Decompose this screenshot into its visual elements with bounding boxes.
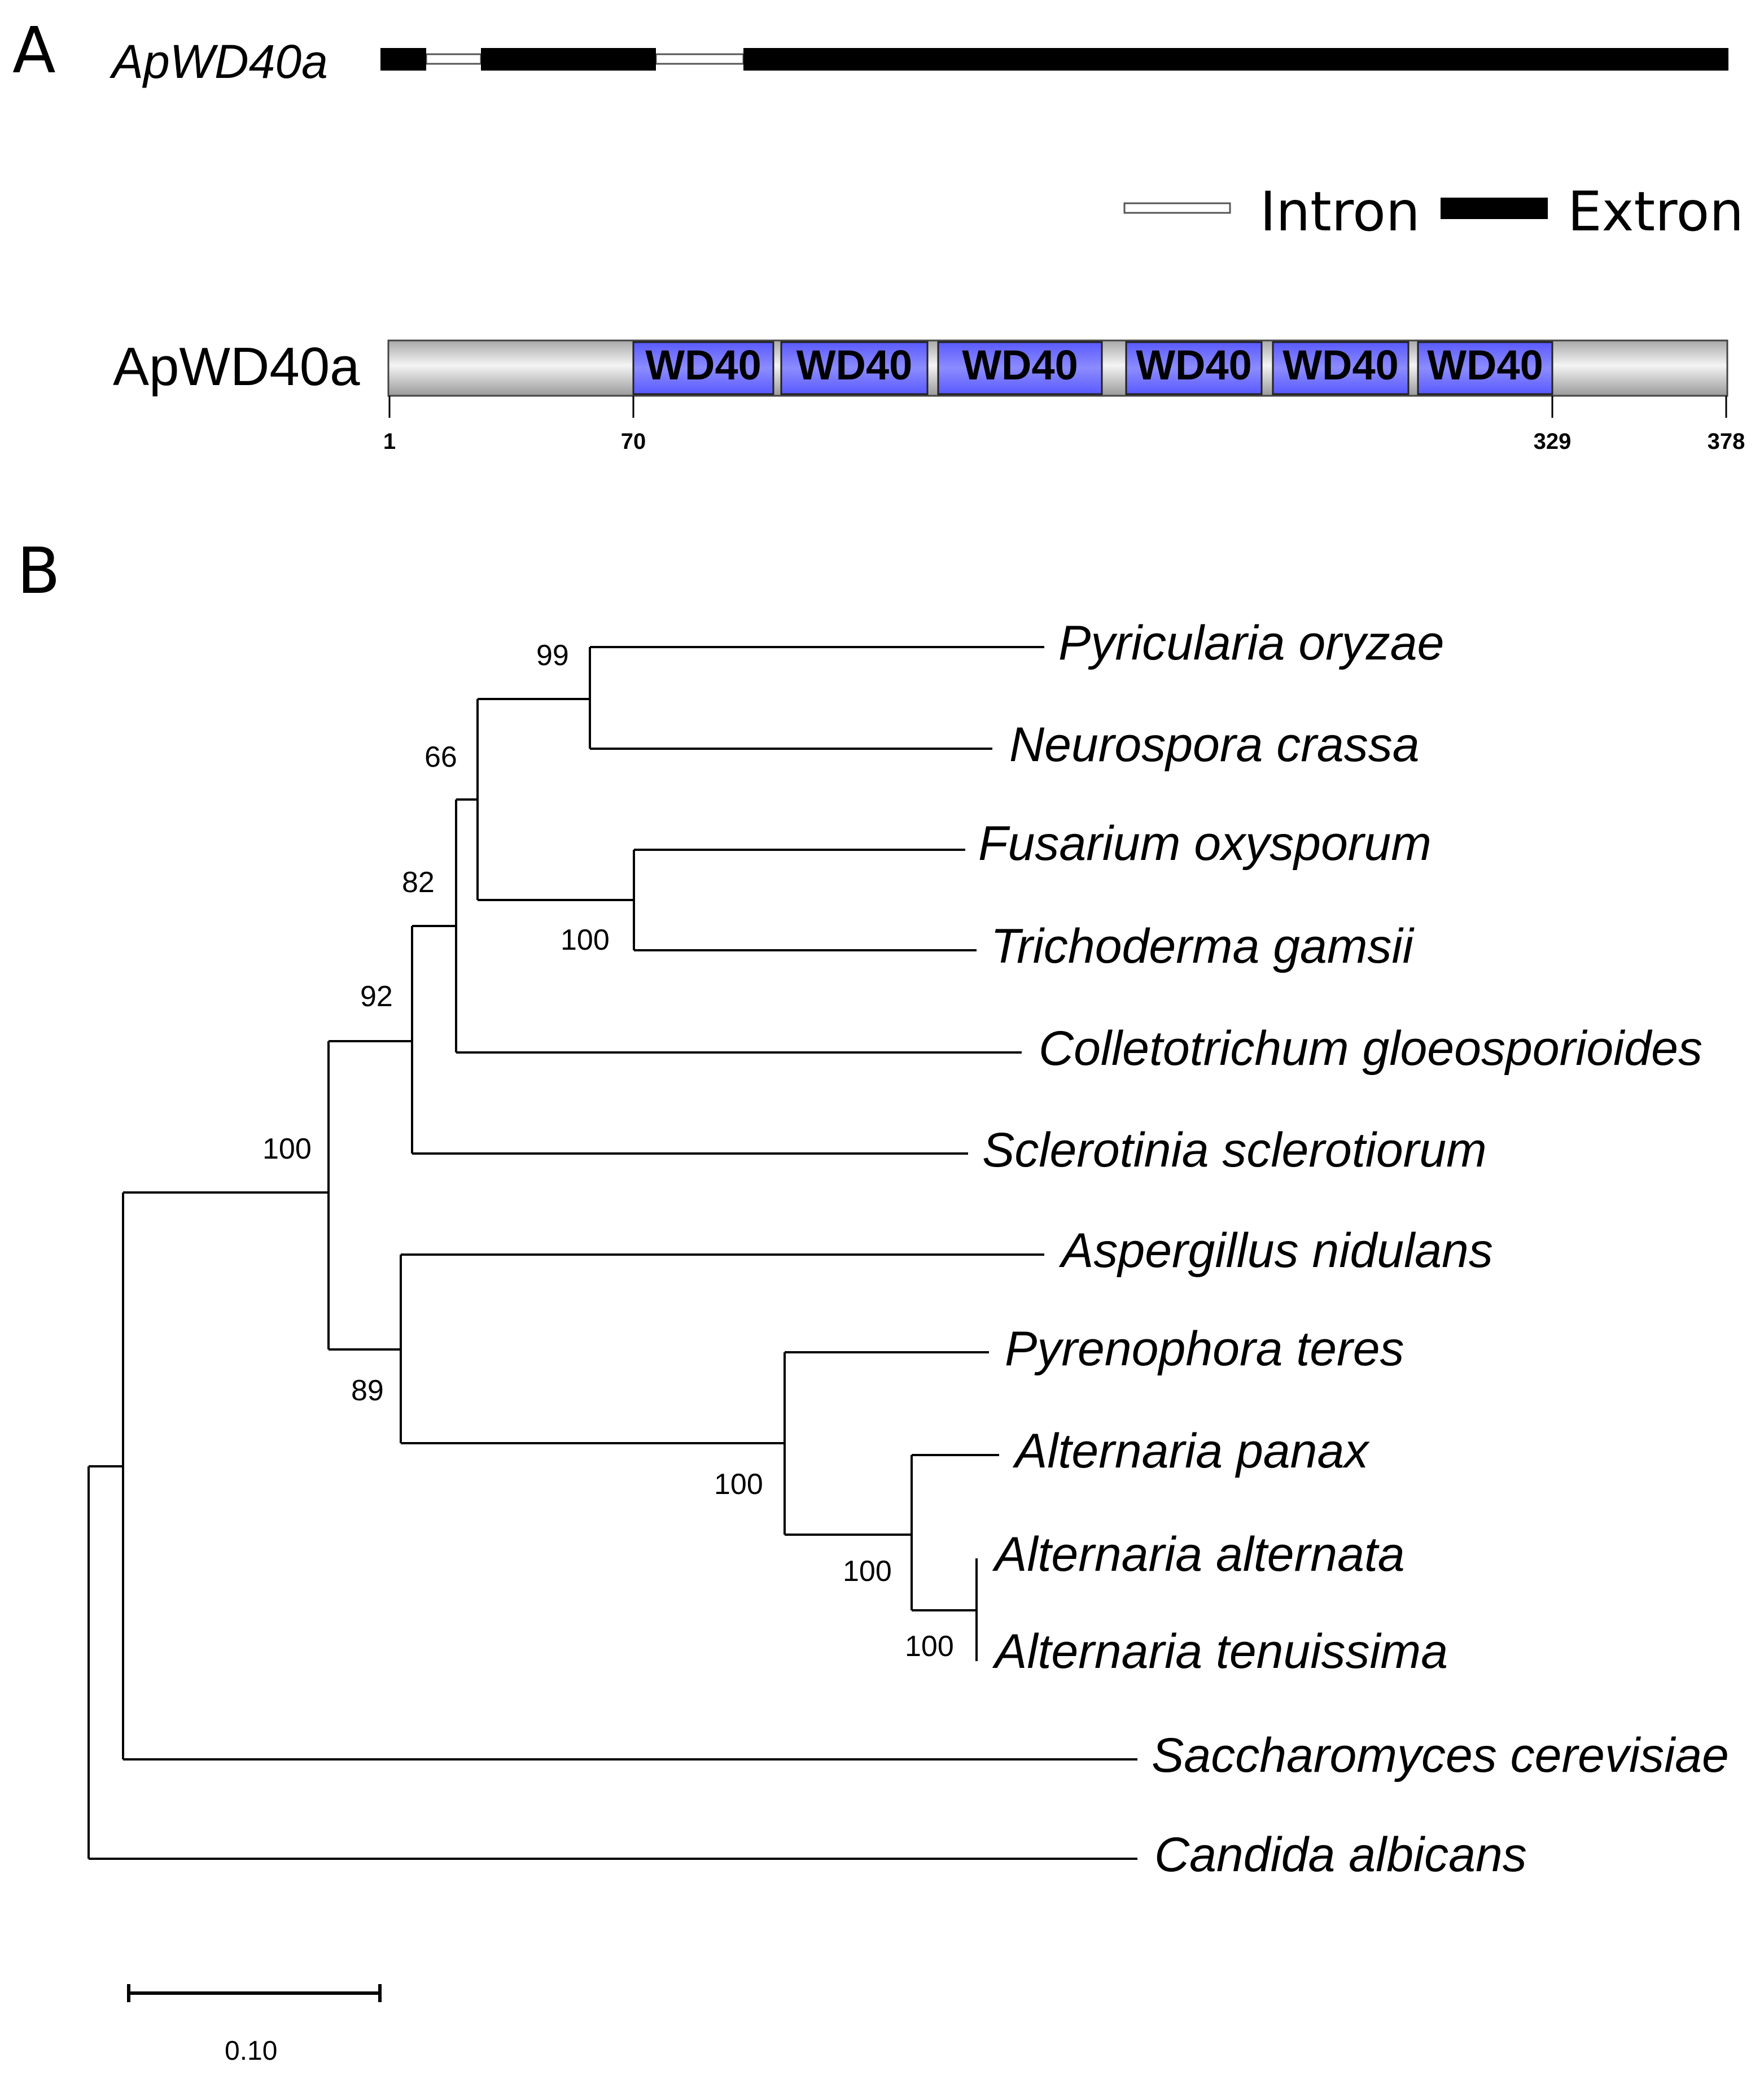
branch-n82 (455, 798, 1022, 1054)
branch-n100c (783, 1351, 989, 1536)
position-label: 1 (383, 429, 396, 454)
taxon-labels: Pyricularia oryzae Neurospora crassa Fus… (978, 616, 1729, 1882)
branch-root (87, 1465, 1137, 1860)
taxon-label: Alternaria tenuissima (992, 1624, 1448, 1679)
taxon-label: Pyricularia oryzae (1058, 616, 1444, 670)
taxon-label: Trichoderma gamsii (991, 919, 1415, 973)
position-label: 70 (621, 429, 646, 454)
position-label: 378 (1708, 429, 1745, 454)
wd40-domain-label: WD40 (645, 342, 761, 388)
intron-2 (655, 53, 745, 65)
legend-intron-swatch (1123, 202, 1231, 214)
wd40-domain-label: WD40 (1282, 342, 1399, 388)
taxon-label: Saccharomyces cerevisiae (1152, 1728, 1729, 1783)
support-value: 89 (351, 1374, 384, 1407)
scale-bar: 0.10 (127, 1984, 382, 2066)
panel-b-letter: B (17, 535, 60, 608)
wd40-domain-box (1417, 341, 1553, 395)
panel-a-letter: A (12, 14, 56, 88)
residue-positions: 1 70 329 378 (383, 396, 1745, 454)
branch-n89 (400, 1253, 1044, 1444)
wd40-domain-label: WD40 (1136, 342, 1252, 388)
exon-1 (380, 48, 426, 71)
wd40-domain-box (1272, 341, 1410, 395)
support-value: 99 (536, 639, 569, 672)
taxon-label: Colletotrichum gloeosporioides (1039, 1021, 1702, 1076)
branch-n100a (327, 1040, 412, 1351)
wd40-domain: WD40 (632, 341, 774, 395)
panel-b: B Pyricularia oryzae Neurospora crassa F… (17, 535, 1729, 2066)
support-value: 100 (905, 1630, 954, 1663)
support-values: 99 66 82 100 92 100 89 100 100 100 (262, 639, 954, 1663)
scale-bar-line (127, 1984, 382, 2002)
scale-bar-label: 0.10 (225, 2036, 277, 2066)
wd40-domain: WD40 (780, 341, 929, 395)
wd40-domain-label: WD40 (962, 342, 1078, 388)
legend-exon-swatch (1441, 198, 1548, 219)
branch-n92 (411, 925, 968, 1155)
taxon-label: Neurospora crassa (1009, 718, 1420, 772)
wd40-domain-box (780, 341, 929, 395)
branch-n66 (476, 698, 634, 901)
legend-intron-label: Intron (1260, 180, 1420, 243)
wd40-domain-box (632, 341, 774, 395)
branch-ingroup-yeast (122, 1191, 1137, 1761)
phylogenetic-tree (87, 646, 1137, 1860)
taxon-label: Sclerotinia sclerotiorum (982, 1123, 1487, 1177)
wd40-domain: WD40 (1417, 341, 1553, 395)
legend-exon-label: Extron (1568, 180, 1744, 243)
protein-structure: ApWD40a WD40 WD40 WD40 WD40 WD40 WD40 1 70 329 3… (113, 337, 1745, 454)
branch-n99 (589, 646, 1044, 750)
gene-legend: Intron Extron (1123, 180, 1744, 243)
wd40-domains: WD40 WD40 WD40 WD40 WD40 WD40 (632, 341, 1553, 395)
exon-3 (743, 48, 1728, 71)
wd40-domain: WD40 (1125, 341, 1263, 395)
support-value: 100 (262, 1133, 312, 1165)
gene-label: ApWD40a (109, 35, 328, 88)
exon-2 (481, 48, 656, 71)
wd40-domain-label: WD40 (1427, 342, 1543, 388)
protein-label: ApWD40a (113, 337, 360, 397)
taxon-label: Candida albicans (1154, 1828, 1527, 1882)
wd40-domain-label: WD40 (796, 342, 913, 388)
taxon-label: Aspergillus nidulans (1058, 1224, 1493, 1278)
taxon-label: Fusarium oxysporum (978, 816, 1432, 871)
support-value: 82 (402, 866, 435, 899)
wd40-domain: WD40 (1272, 341, 1410, 395)
taxon-label: Pyrenophora teres (1005, 1322, 1404, 1376)
branch-n100b (633, 849, 977, 951)
wd40-domain-box (1125, 341, 1263, 395)
branch-n100d (911, 1454, 999, 1611)
support-value: 100 (714, 1468, 763, 1501)
taxon-label: Alternaria panax (1012, 1424, 1370, 1478)
support-value: 66 (424, 741, 457, 774)
position-label: 329 (1534, 429, 1572, 454)
support-value: 100 (843, 1555, 892, 1588)
intron-1 (425, 53, 482, 65)
wd40-domain: WD40 (937, 341, 1103, 395)
support-value: 92 (360, 980, 393, 1013)
gene-structure: ApWD40a (109, 35, 1728, 88)
support-value: 100 (561, 924, 610, 956)
wd40-domain-box (937, 341, 1103, 395)
taxon-label: Alternaria alternata (992, 1527, 1405, 1582)
